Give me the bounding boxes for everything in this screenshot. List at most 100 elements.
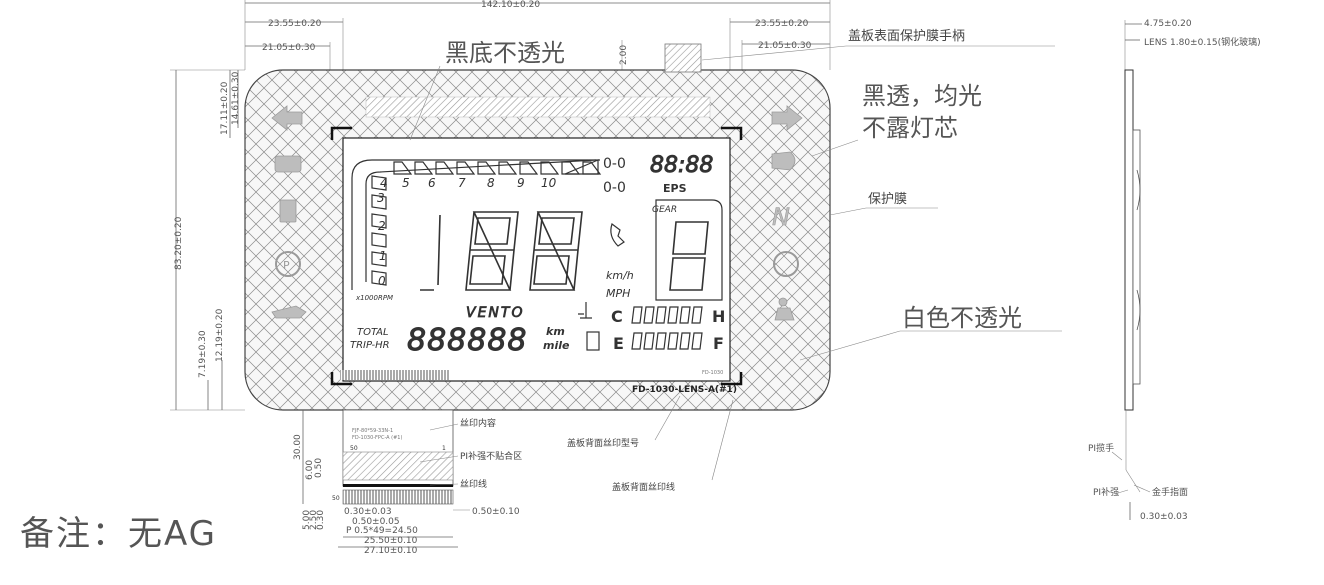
back-model-label: 盖板背面丝印型号 <box>567 437 639 449</box>
rpm-inner-frame <box>365 159 597 282</box>
rpm-tick-label: 4 <box>380 176 388 190</box>
right-indicator-icons <box>771 105 803 321</box>
side-backlight-curve <box>1136 169 1141 331</box>
small-label: FD-1030 <box>702 370 723 376</box>
fpc-silk-line-1: FJF-80*59-33N-1 <box>352 428 393 434</box>
seatbelt-head-icon <box>778 297 788 307</box>
fpc-w2-dim: 27.10±0.10 <box>364 546 418 556</box>
film-handle-label: 盖板表面保护膜手柄 <box>848 29 965 44</box>
rpm-bar-segment <box>456 161 476 175</box>
rpm-tick-label: 9 <box>517 176 525 190</box>
speed-digit-3 <box>529 211 583 291</box>
fuel-bar-segment <box>691 332 703 350</box>
right-a-dim: 23.55±0.20 <box>755 19 809 29</box>
pin-50-bottom: 50 <box>332 495 340 502</box>
rpm-left-segment <box>371 213 387 229</box>
temp-bar-segment <box>655 306 667 324</box>
protect-film-label: 保护膜 <box>868 192 907 207</box>
window-bottom-strip <box>340 370 450 380</box>
temp-bar-segment <box>691 306 703 324</box>
fpc-silk-line-2: FD-1030-FPC-A (#1) <box>352 435 402 441</box>
back-silk-line-label: 盖板背面丝印线 <box>612 481 675 493</box>
rpm-tick-label: 10 <box>541 176 557 190</box>
side-bottom-dim: 0.30±0.03 <box>1140 512 1188 522</box>
rpm-left-label: 1 <box>379 249 387 263</box>
odometer-digits: 888888 <box>407 323 528 358</box>
oil-pressure-icon <box>271 305 307 319</box>
pi-handle-label: PI揽手 <box>1088 442 1114 454</box>
rpm-bar-segment <box>393 161 413 175</box>
fpc-w1-dim: 25.50±0.10 <box>364 536 418 546</box>
speed-digit-2 <box>465 211 519 291</box>
side-view: 4.75±0.20 LENS 1.80±0.15(钢化玻璃) PI揽手 PI补强… <box>1088 19 1261 522</box>
fpc-length-dim: 30.00 <box>293 434 303 460</box>
fuel-f-label: F <box>713 334 724 353</box>
rpm-bar-segment <box>564 159 599 175</box>
gear-shift-icon: 0-0 <box>603 156 626 172</box>
fpc-pitch-dim: 0.50±0.05 <box>352 517 400 527</box>
rpm-bar-segments <box>371 159 602 286</box>
fuel-e-label: E <box>613 334 624 353</box>
rpm-left-segment <box>371 270 387 286</box>
gold-finger-pins <box>342 489 454 505</box>
pi-no-bond-area <box>342 451 454 481</box>
fuel-icon <box>586 331 600 351</box>
fuel-bar-segment <box>667 332 679 350</box>
rpm-left-segment <box>371 232 387 248</box>
left-v2-dim: 14.61±0.30 <box>231 71 241 125</box>
rpm-left-segment <box>371 251 387 267</box>
pin-50-top: 50 <box>350 445 358 452</box>
rpm-bar-segment <box>414 161 434 175</box>
gear-box <box>655 199 723 301</box>
overall-width-dim: 142.10±0.20 <box>481 0 540 10</box>
left-indicator-icons <box>271 105 307 319</box>
left-b-dim: 21.05±0.30 <box>262 43 316 53</box>
rpm-left-segment <box>371 194 387 210</box>
side-thick-dim: 4.75±0.20 <box>1144 19 1192 29</box>
fpc-v3-dim: 5.00 <box>302 510 312 530</box>
part-number-label: FD-1030-LENS-A(#1) <box>632 385 737 395</box>
total-label: TOTAL <box>357 327 389 338</box>
fpc-v2-dim: 0.50 <box>314 458 324 478</box>
temp-bar-segment <box>643 306 655 324</box>
rpm-unit-label: x1000RPM <box>355 294 393 302</box>
rpm-tick-label: 8 <box>487 176 495 190</box>
speed-unit-kmh: km/h <box>606 269 634 282</box>
rpm-bar-segment <box>477 161 497 175</box>
remark-note: 备注：无AG <box>20 514 218 554</box>
fuel-bar-segment <box>631 332 643 350</box>
high-beam-icon <box>771 151 796 171</box>
temp-c-label: C <box>611 307 623 326</box>
fpc-v1-dim: 6.00 <box>305 460 315 480</box>
left-v3-dim: 12.19±0.20 <box>215 308 225 362</box>
fpc-tail: FJF-80*59-33N-1 FD-1030-FPC-A (#1) 丝印内容 … <box>293 409 522 556</box>
pi-stiff-label: PI补强 <box>1093 486 1119 498</box>
temp-bar-segment <box>631 306 643 324</box>
engine-check-icon <box>274 155 302 173</box>
temp-bar-segments <box>631 306 703 324</box>
left-dimensions: 83.20±0.20 17.11±0.20 14.61±0.30 12.19±0… <box>170 69 245 411</box>
fpc-r-dim: 0.50±0.10 <box>472 507 520 517</box>
rpm-left-segment <box>371 175 387 191</box>
fuel-bar-segment <box>655 332 667 350</box>
temp-bar-segment <box>679 306 691 324</box>
temp-bar-segment <box>667 306 679 324</box>
black-trans-label-2: 不露灯芯 <box>862 114 958 142</box>
rpm-left-label: 3 <box>377 191 385 205</box>
rpm-frame <box>351 159 600 290</box>
window-corner-marks <box>330 126 743 386</box>
rpm-bar-segment <box>582 161 602 175</box>
fuel-bar-segment <box>679 332 691 350</box>
silk-content-label: 丝印内容 <box>460 417 496 429</box>
fpc-p-dim: P 0.5*49=24.50 <box>346 526 418 536</box>
fuel-bar-segments <box>631 332 703 350</box>
left-v1-dim: 17.11±0.20 <box>220 81 230 135</box>
abs-warning-icon <box>773 251 799 277</box>
turn-right-arrow-icon <box>771 105 803 131</box>
fuel-pump-icon <box>279 199 297 223</box>
rpm-left-label: 0 <box>378 274 386 288</box>
odo-unit-mile: mile <box>543 339 570 352</box>
triphr-label: TRIP-HR <box>350 340 390 351</box>
